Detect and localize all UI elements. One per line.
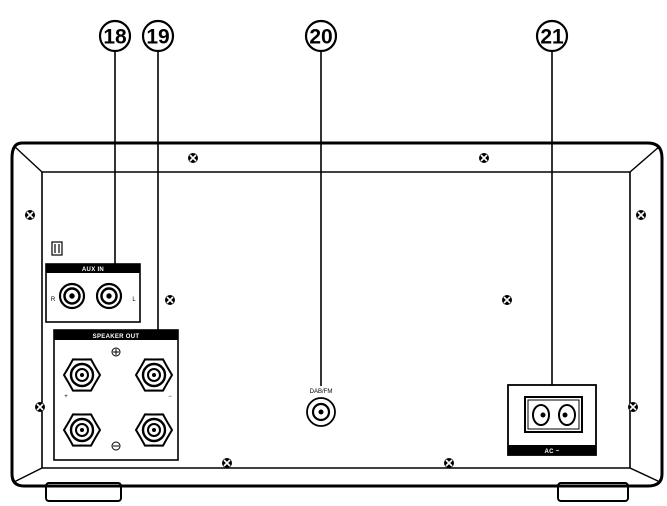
screw [502,295,512,305]
bevel-top-right [629,145,661,173]
speaker-out-negative: − [168,394,172,400]
ac-label: AC ~ [544,449,559,455]
callout-21-text: 21 [540,26,564,49]
aux-in-jack-left [95,282,123,310]
speaker-polarity-icons [111,347,121,451]
screw [165,295,175,305]
speaker-out-panel: SPEAKER OUT + − [53,329,179,461]
screw [479,153,489,163]
callout-18: 18 [98,19,132,53]
binding-post [62,358,102,392]
callout-19-text: 19 [146,26,169,49]
callout-21: 21 [535,19,569,53]
binding-post [62,413,102,447]
screw [35,402,45,412]
screw [628,402,638,412]
cabinet-outer [10,141,664,488]
aux-in-label-bar [46,264,140,273]
aux-in-right-label: R [51,297,56,303]
callouts: 18 19 20 21 [98,19,569,53]
aux-switch [51,241,63,256]
callout-20: 20 [304,19,338,53]
aux-in-left-label: L [132,297,136,303]
callout-20-text: 20 [309,26,332,49]
dab-fm-label: DAB/FM [310,389,333,395]
callout-19: 19 [141,19,175,53]
screw [222,458,232,468]
aux-in-jack-right [58,282,86,310]
bevel-bottom-left [13,467,43,483]
speaker-out-label: SPEAKER OUT [93,334,140,340]
speaker-out-positive: + [64,394,68,400]
screw [188,153,198,163]
ac-inlet: AC ~ [507,384,597,456]
cabinet [10,141,664,488]
screw [636,210,646,220]
binding-post [134,358,174,392]
screw [25,210,35,220]
binding-post [134,413,174,447]
aux-in-panel: AUX IN R L [45,263,141,323]
screw [444,458,454,468]
aux-in-label: AUX IN [82,267,104,273]
bevel-top-left [13,145,43,173]
callout-18-text: 18 [103,26,127,49]
ac-label-bar [508,445,596,455]
binding-posts [62,358,174,447]
dab-fm-antenna: DAB/FM [306,389,336,427]
leader-lines [114,52,553,386]
bevel-bottom-right [629,467,661,483]
speaker-out-label-bar [54,330,178,340]
